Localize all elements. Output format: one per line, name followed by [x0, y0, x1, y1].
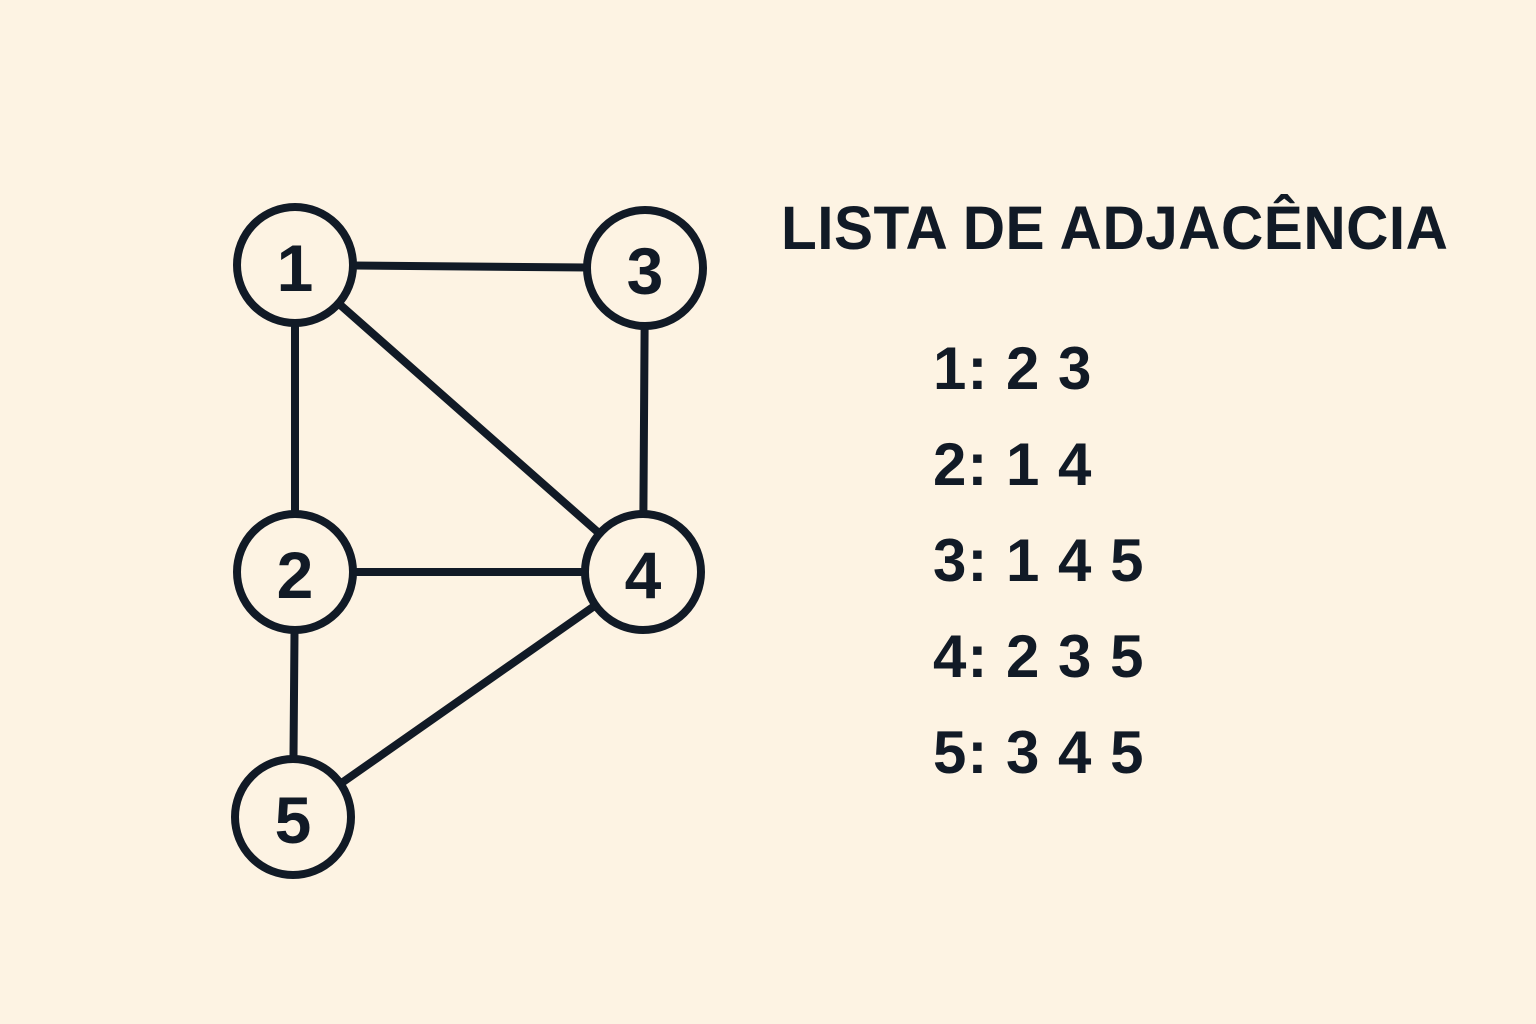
- node-2-label: 2: [277, 538, 314, 612]
- node-4-circle[interactable]: [581, 510, 705, 634]
- adjacency-row-4: 4: 2 3 5: [933, 623, 1145, 691]
- panel-title: LISTA DE ADJACÊNCIA: [781, 194, 1449, 262]
- node-4-label: 4: [625, 538, 662, 612]
- node-1-label: 1: [277, 231, 314, 305]
- adjacency-row-1: 1: 2 3: [933, 335, 1093, 403]
- node-5[interactable]: 5: [231, 755, 355, 879]
- node-5-circle[interactable]: [231, 755, 355, 879]
- node-3-circle[interactable]: [583, 206, 707, 330]
- node-4[interactable]: 4: [581, 510, 705, 634]
- adjacency-row-5: 5: 3 4 5: [933, 719, 1145, 787]
- edge-4-5: [289, 568, 647, 821]
- adjacency-row-2: 2: 1 4: [933, 431, 1093, 499]
- edge-1-4: [291, 261, 647, 576]
- node-1[interactable]: 1: [233, 203, 357, 327]
- node-5-label: 5: [275, 783, 312, 857]
- adjacency-list-panel: LISTA DE ADJACÊNCIA 1: 2 3 2: 1 4 3: 1 4…: [781, 196, 1481, 814]
- node-3-label: 3: [627, 234, 664, 308]
- node-1-circle[interactable]: [233, 203, 357, 327]
- adjacency-row-3: 3: 1 4 5: [933, 527, 1145, 595]
- adjacency-rows: 1: 2 3 2: 1 4 3: 1 4 5 4: 2 3 5 5: 3 4 5: [933, 334, 1481, 814]
- node-3[interactable]: 3: [583, 206, 707, 330]
- node-2[interactable]: 2: [233, 510, 357, 634]
- node-2-circle[interactable]: [233, 510, 357, 634]
